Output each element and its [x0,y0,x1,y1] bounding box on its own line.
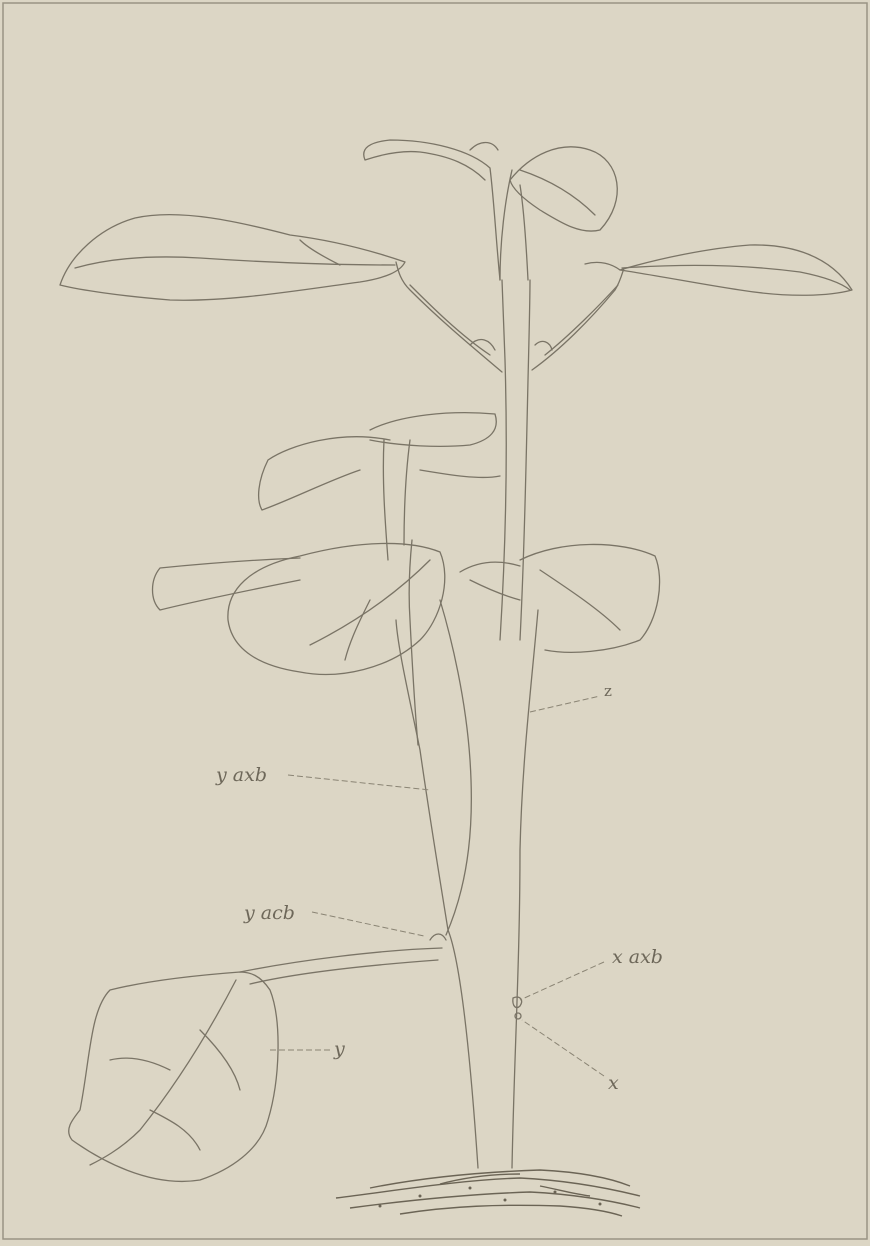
leaf-top-terminal-vein [520,170,595,215]
leaf-top-left [60,215,405,301]
label-x-axb: x axb [612,948,663,967]
leader-x-axb [520,962,604,1000]
label-y-axb: y axb [216,766,267,785]
main-stem-right-edge [512,610,538,1168]
leader-x [522,1020,604,1076]
leaf-mid-curl-2 [470,580,520,600]
top-bud [470,143,498,151]
stem-z [500,280,506,640]
leaf-mid-right [520,544,660,652]
leaf-mid-curl [460,562,520,572]
leaf-upper-left-flap [420,470,500,477]
leaf-mid-large-vein2 [345,600,370,660]
branch-upper-right-2 [545,285,618,355]
soil [336,1170,640,1216]
leaf-upper-left-small-2 [370,413,496,447]
leaf-y-vein-2 [110,1058,170,1070]
leaf-y-vein-3 [150,1110,200,1150]
petiole-lower-2 [250,960,438,984]
leader-z [530,696,600,712]
leaf-upper-left-small [259,437,390,510]
leaf-top-left-vein [300,240,340,265]
label-y: y [334,1040,345,1059]
stem-z-right [520,280,530,640]
leaf-top-terminal-left [364,140,500,280]
leaf-mid-large-vein [310,560,430,645]
branch-y-axb [440,600,471,935]
leader-y-axb [288,775,430,790]
leader-y-acb [312,912,424,936]
stem-top [500,170,512,280]
leaf-top-terminal [510,147,617,231]
leaf-top-right [620,245,852,295]
stem-top-2 [520,185,528,280]
label-y-acb: y acb [244,904,295,923]
leaf-top-left-midrib [75,257,395,268]
main-stem [396,620,478,1168]
upper-node-right [535,341,552,350]
leaf-y-midrib [90,980,236,1165]
leaf-y [69,972,278,1181]
stem-upper-left [383,440,388,560]
bud-y-acb [430,934,446,940]
leaf-top-right-curl [585,262,620,270]
leaf-y-vein-1 [200,1030,240,1090]
branch-upper-left-2 [410,285,490,355]
stem-upper-left-2 [404,440,410,545]
label-z: z [604,684,612,699]
leaf-top-right-midrib [622,265,850,290]
plate-border [3,3,867,1239]
branch-upper-left [396,262,502,372]
soil-dots [379,1187,602,1208]
leaf-mid-left [153,558,301,610]
leaf-mid-right-vein [540,570,620,630]
label-x: x [608,1074,619,1093]
